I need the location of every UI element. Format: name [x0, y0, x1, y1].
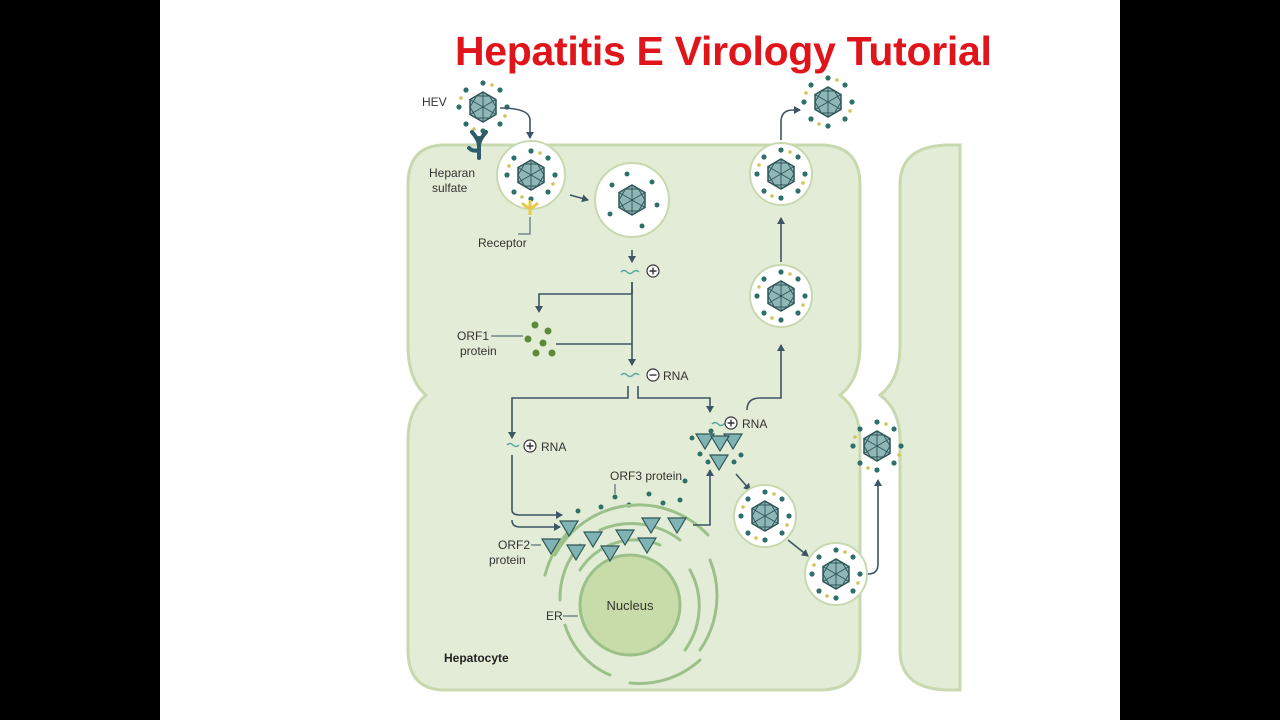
heparan-sulfate-label-1: Heparan	[429, 166, 475, 180]
neighbouring-cell	[877, 143, 962, 692]
neg-rna-genome	[620, 372, 640, 378]
plus-icon-1	[646, 264, 660, 278]
orf2-label-1: ORF2	[498, 538, 530, 552]
left-pos-rna-genome	[506, 442, 520, 448]
arrow-rna-to-er-2	[511, 519, 561, 531]
nucleus	[578, 553, 682, 657]
endosome-2	[594, 162, 670, 238]
arrow-vesicle-to-basolateral	[787, 539, 809, 557]
arrow-to-right-pos-rna	[637, 386, 714, 413]
arrow-to-egress-vesicle	[746, 344, 785, 411]
arrow-rna-to-er	[511, 455, 563, 519]
orf3-protein-dots	[575, 478, 688, 514]
plus-icon-2	[523, 439, 537, 453]
orf2-label-2: protein	[489, 553, 526, 567]
hev-virion-outside	[456, 80, 510, 134]
released-virion-apical	[801, 75, 855, 129]
vesicle-basolateral	[804, 542, 868, 606]
hepatocyte-label: Hepatocyte	[444, 651, 509, 665]
arrow-endocytosis	[569, 194, 589, 203]
orf1-label-1: ORF1	[457, 329, 489, 343]
er-label: ER	[546, 609, 563, 623]
minus-icon	[646, 368, 660, 382]
arrow-assembly-to-vesicle	[735, 473, 751, 491]
neg-rna-label: RNA	[663, 369, 688, 383]
hev-label: HEV	[422, 95, 447, 109]
arrow-release-apical	[780, 106, 801, 140]
receptor-marker	[521, 200, 539, 215]
slide-title: Hepatitis E Virology Tutorial	[455, 28, 992, 74]
left-pos-rna-label: RNA	[541, 440, 566, 454]
vesicle-upper	[749, 264, 813, 328]
arrow-er-to-assembly	[693, 469, 714, 526]
right-pos-rna-label: RNA	[742, 417, 767, 431]
heparan-sulfate-marker	[467, 130, 488, 160]
vesicle-lower-1	[733, 484, 797, 548]
orf3-label: ORF3 protein	[610, 469, 682, 483]
plus-icon-3	[724, 416, 738, 430]
hepatocyte-cell	[406, 143, 862, 692]
nucleus-label: Nucleus	[607, 598, 654, 613]
arrow-release-basolateral	[867, 479, 882, 575]
assembly-dots	[689, 428, 744, 465]
hev-life-cycle-diagram: HEV Heparan sulfate Receptor	[406, 75, 962, 692]
heparan-sulfate-label-2: sulfate	[432, 181, 468, 195]
orf1-protein-dots	[524, 321, 556, 357]
arrow-to-left-pos-rna	[508, 386, 629, 439]
endosome-1	[496, 140, 566, 210]
arrow-entry	[499, 107, 534, 139]
vesicle-apical	[749, 142, 813, 206]
receptor-label: Receptor	[478, 236, 527, 250]
orf1-label-2: protein	[460, 344, 497, 358]
pos-rna-genome	[620, 269, 640, 275]
slide: Hepatitis E Virology Tutorial	[160, 0, 1120, 720]
